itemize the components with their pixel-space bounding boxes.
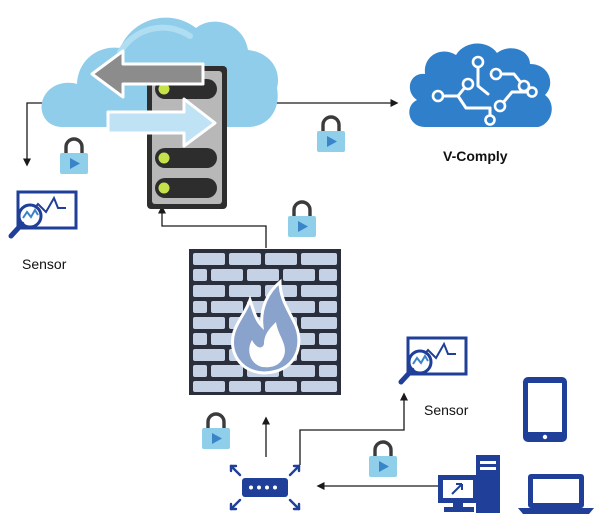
lock-icon (201, 412, 231, 450)
ai-brain-icon (409, 43, 552, 127)
firewall-icon (189, 249, 341, 395)
sensor-monitor-icon (398, 336, 468, 385)
connectors (23, 99, 447, 490)
router-to-sensor-arrow (299, 392, 408, 465)
sensor-label-right: Sensor (424, 402, 469, 418)
sensor-label-left: Sensor (22, 256, 67, 272)
firewall-to-server-arrow (158, 205, 267, 248)
router-icon (229, 464, 301, 511)
lock-icon (316, 115, 346, 153)
vcomply-label: V-Comply (443, 148, 508, 164)
sensor-monitor-icon (8, 190, 78, 239)
transfer-arrows-icon (90, 49, 217, 148)
tablet-icon (523, 377, 567, 442)
desktop-computer-icon (438, 455, 500, 513)
lock-icon (287, 200, 317, 238)
lock-icon (368, 440, 398, 478)
lock-icon (59, 137, 89, 175)
laptop-icon (518, 474, 594, 514)
